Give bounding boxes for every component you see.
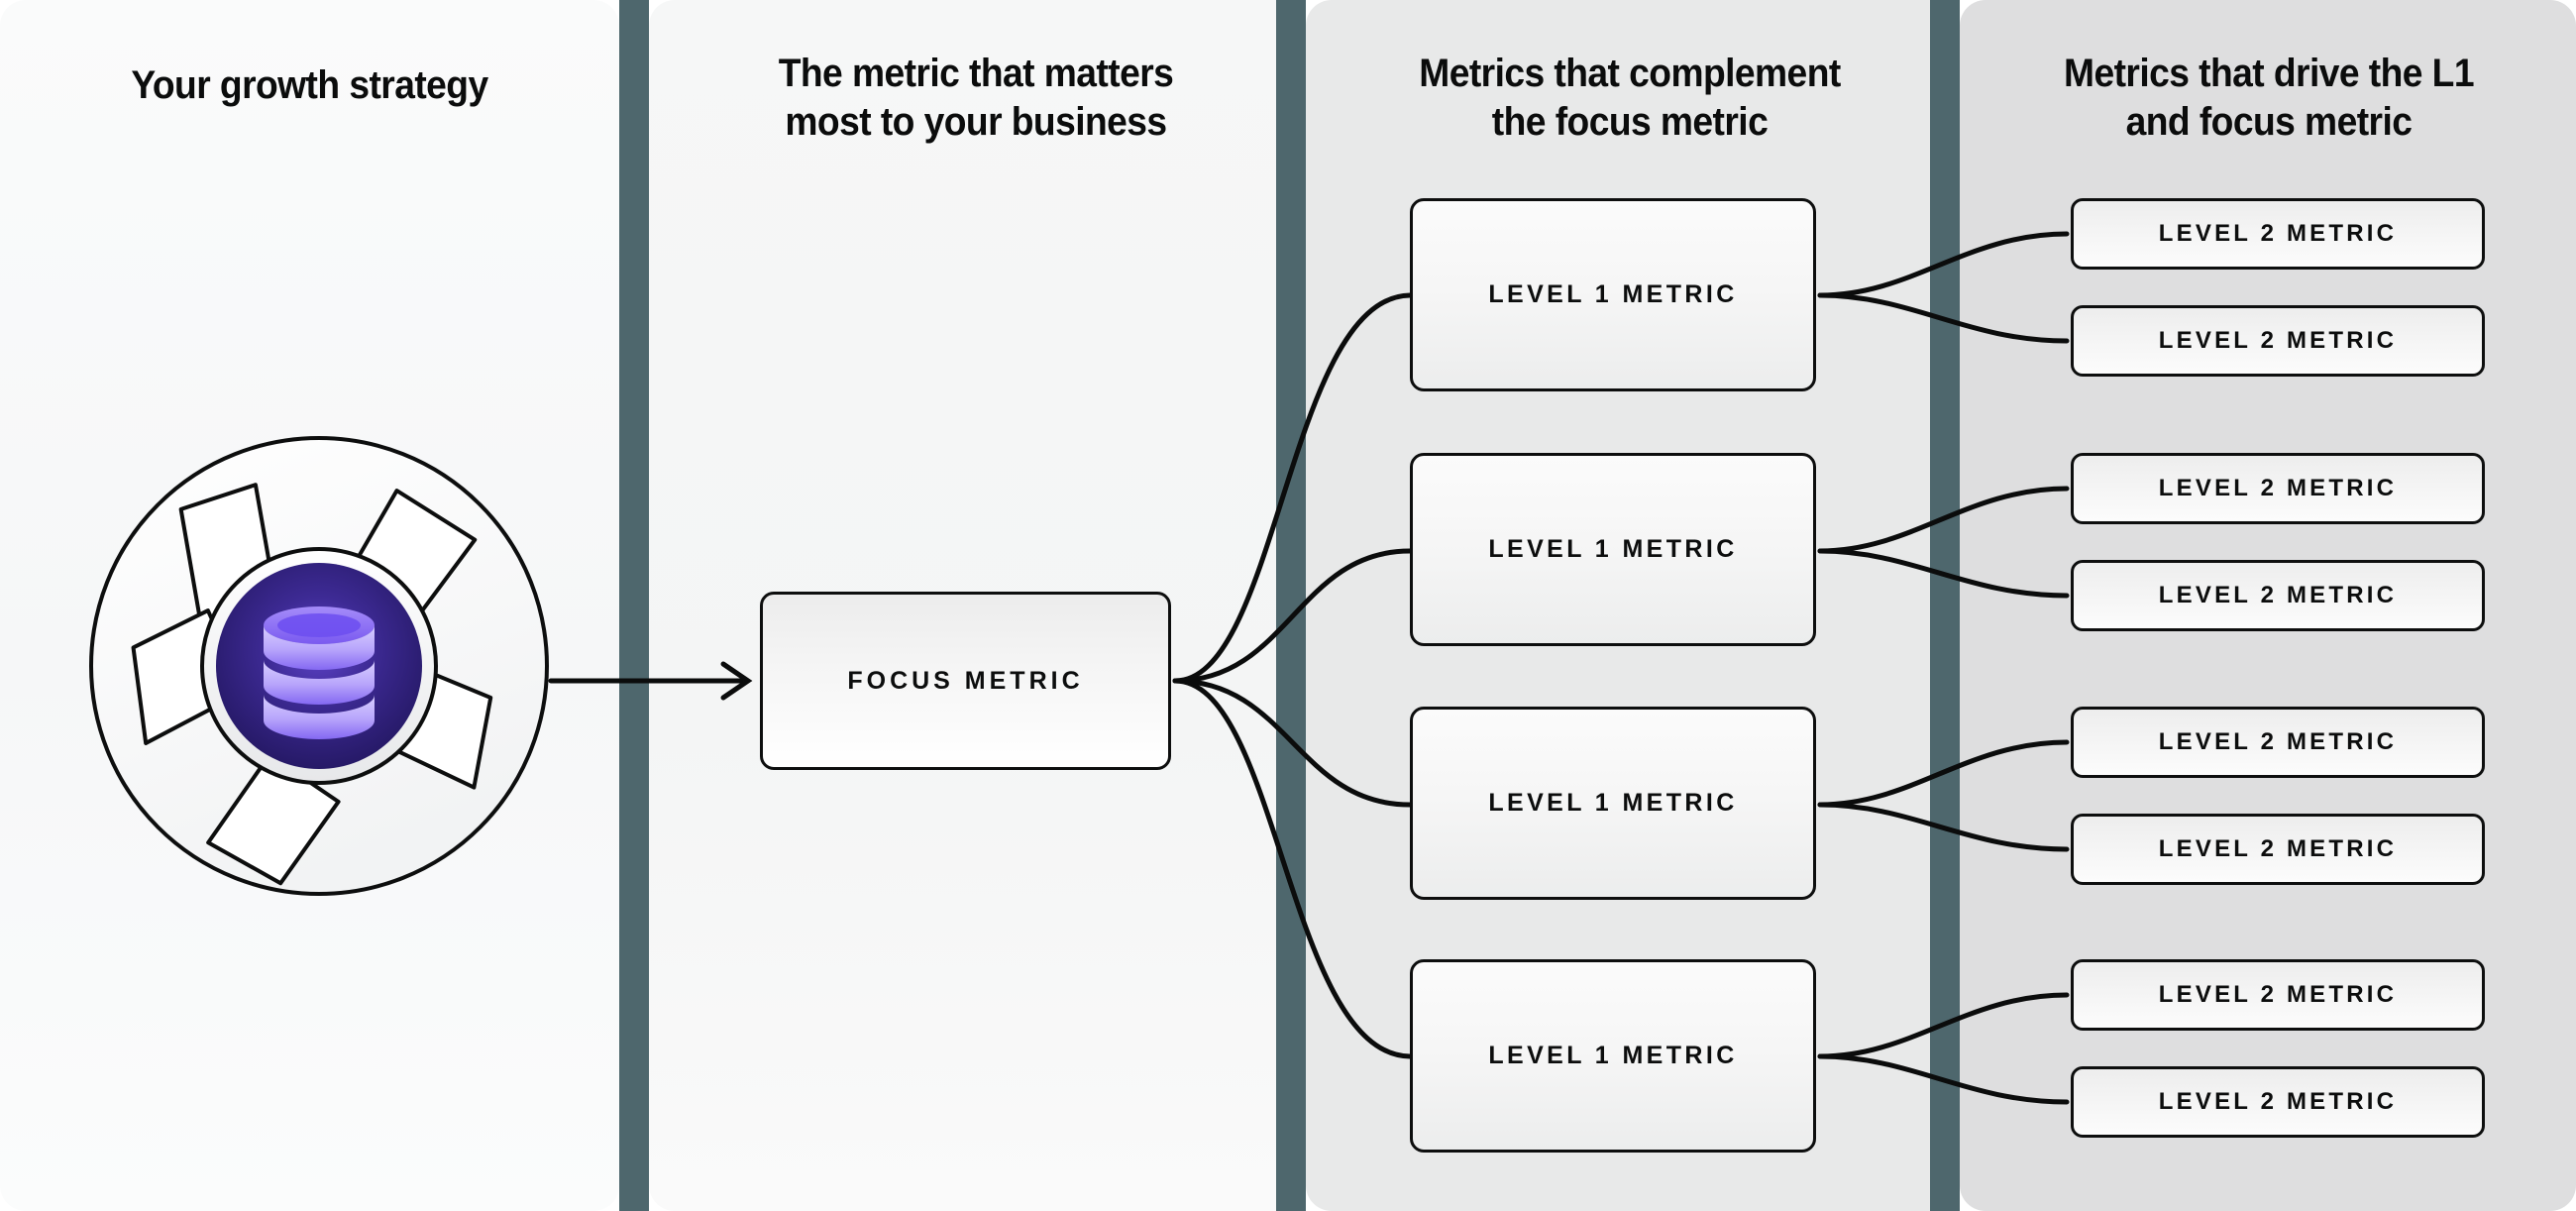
- column-divider-2: [1276, 0, 1306, 1211]
- level2-metric-label: LEVEL 2 METRIC: [2158, 327, 2398, 354]
- level1-metric-label: LEVEL 1 METRIC: [1488, 789, 1738, 817]
- level1-metric-box[interactable]: LEVEL 1 METRIC: [1410, 707, 1816, 900]
- column-heading-level1-line2: the focus metric: [1491, 99, 1769, 144]
- level2-metric-box[interactable]: LEVEL 2 METRIC: [2071, 1066, 2485, 1138]
- level1-metric-label: LEVEL 1 METRIC: [1488, 535, 1738, 563]
- column-heading-focus-line1: The metric that matters: [778, 52, 1174, 95]
- level1-metric-box[interactable]: LEVEL 1 METRIC: [1410, 198, 1816, 391]
- level2-metric-label: LEVEL 2 METRIC: [2158, 728, 2398, 755]
- level2-metric-box[interactable]: LEVEL 2 METRIC: [2071, 453, 2485, 524]
- column-heading-level2-line2: and focus metric: [2125, 99, 2413, 144]
- level2-metric-label: LEVEL 2 METRIC: [2158, 220, 2398, 247]
- level2-metric-label: LEVEL 2 METRIC: [2158, 1088, 2398, 1115]
- level2-metric-box[interactable]: LEVEL 2 METRIC: [2071, 560, 2485, 631]
- level1-metric-label: LEVEL 1 METRIC: [1488, 1042, 1738, 1069]
- level1-metric-box[interactable]: LEVEL 1 METRIC: [1410, 453, 1816, 646]
- column-divider-3: [1930, 0, 1960, 1211]
- column-heading-level2-line1: Metrics that drive the L1: [2064, 52, 2475, 95]
- column-heading-strategy: Your growth strategy: [40, 61, 579, 110]
- column-heading-focus-line2: most to your business: [785, 99, 1167, 144]
- level2-metric-label: LEVEL 2 METRIC: [2158, 582, 2398, 608]
- column-divider-1: [619, 0, 649, 1211]
- growth-strategy-emblem: [89, 436, 549, 896]
- level2-metric-box[interactable]: LEVEL 2 METRIC: [2071, 959, 2485, 1031]
- column-heading-strategy-line1: Your growth strategy: [131, 63, 488, 107]
- column-heading-level1: Metrics that complement the focus metric: [1340, 50, 1920, 147]
- level2-metric-box[interactable]: LEVEL 2 METRIC: [2071, 305, 2485, 377]
- level2-metric-label: LEVEL 2 METRIC: [2158, 835, 2398, 862]
- level2-metric-label: LEVEL 2 METRIC: [2158, 981, 2398, 1008]
- column-heading-level1-line1: Metrics that complement: [1419, 52, 1841, 95]
- database-icon: [264, 606, 375, 739]
- level2-metric-box[interactable]: LEVEL 2 METRIC: [2071, 707, 2485, 778]
- column-heading-level2: Metrics that drive the L1 and focus metr…: [1992, 50, 2545, 147]
- level1-metric-label: LEVEL 1 METRIC: [1488, 280, 1738, 308]
- level2-metric-label: LEVEL 2 METRIC: [2158, 475, 2398, 501]
- level1-metric-box[interactable]: LEVEL 1 METRIC: [1410, 959, 1816, 1153]
- level2-metric-box[interactable]: LEVEL 2 METRIC: [2071, 814, 2485, 885]
- level2-metric-box[interactable]: LEVEL 2 METRIC: [2071, 198, 2485, 270]
- focus-metric-box[interactable]: FOCUS METRIC: [760, 592, 1171, 770]
- focus-metric-label: FOCUS METRIC: [847, 666, 1084, 695]
- column-heading-focus: The metric that matters most to your bus…: [686, 50, 1266, 147]
